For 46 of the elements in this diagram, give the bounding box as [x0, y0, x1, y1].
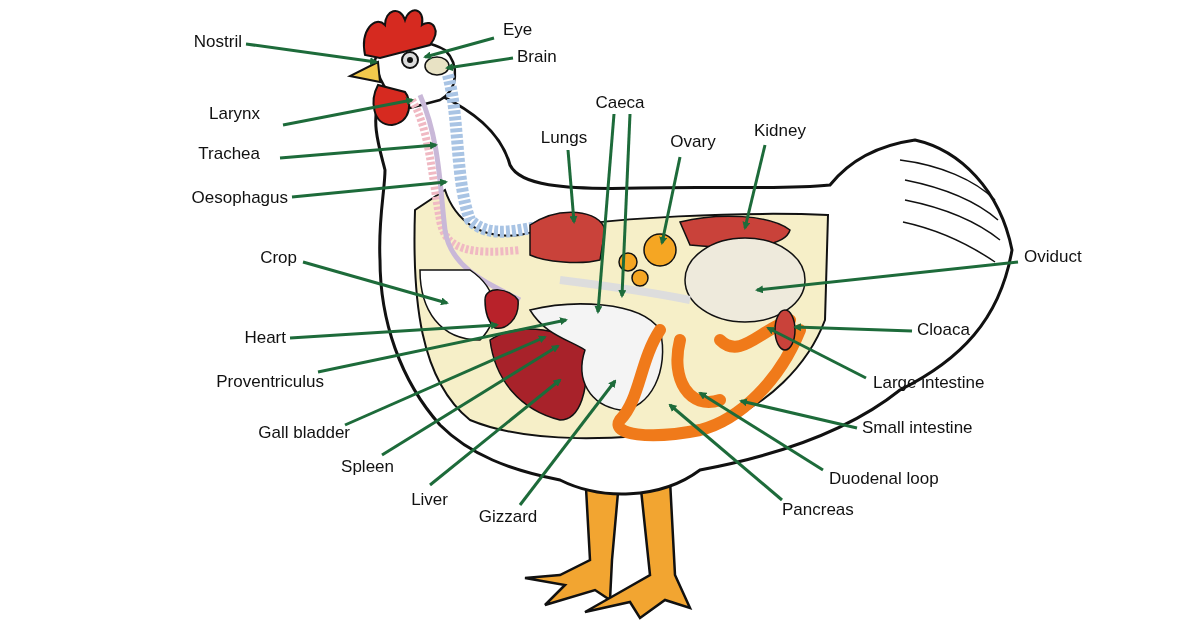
organ-label: Gizzard [478, 507, 538, 527]
leader-line [518, 379, 617, 506]
leader-line [245, 42, 378, 66]
organ-label: Heart [244, 328, 286, 348]
leader-line [282, 97, 414, 127]
organ-label: Cloaca [917, 320, 970, 340]
organ-label: Nostril [193, 32, 242, 52]
organ-label: Crop [260, 248, 297, 268]
leader-line [793, 323, 913, 333]
organ-label: Pancreas [782, 500, 854, 520]
leader-line [279, 141, 438, 160]
organ-label: Lungs [540, 128, 588, 148]
organ-label: Proventriculus [216, 372, 324, 392]
leader-line [766, 326, 867, 380]
leader-line [381, 344, 560, 457]
leader-line [344, 335, 547, 427]
leader-line [429, 378, 562, 487]
leader-line [594, 113, 616, 314]
organ-label: Eye [503, 20, 533, 40]
organ-label: Spleen [341, 457, 394, 477]
leader-line [289, 321, 499, 340]
leader-line [742, 144, 767, 230]
organ-label: Brain [517, 47, 557, 67]
organ-label: Ovary [670, 132, 716, 152]
organ-label: Larynx [208, 104, 260, 124]
organ-label: Kidney [754, 121, 806, 141]
leader-line [302, 260, 449, 306]
organ-label: Gall bladder [258, 423, 350, 443]
leader-line [739, 398, 858, 430]
leader-line [755, 260, 1019, 294]
leader-line [291, 178, 448, 199]
leader-line [659, 156, 682, 245]
organ-label: Caeca [595, 93, 645, 113]
leader-line [423, 36, 495, 60]
leader-line [698, 391, 824, 472]
leader-line [668, 403, 783, 502]
organ-label: Oesophagus [191, 188, 288, 208]
organ-label: Trachea [198, 144, 260, 164]
organ-label: Liver [411, 490, 448, 510]
organ-label: Small intestine [862, 418, 973, 438]
leader-line [445, 56, 514, 72]
organ-label: Duodenal loop [829, 469, 939, 489]
organ-label: Oviduct [1024, 247, 1082, 267]
leader-line [618, 113, 632, 298]
leader-line [317, 317, 568, 374]
leader-line [566, 149, 578, 224]
